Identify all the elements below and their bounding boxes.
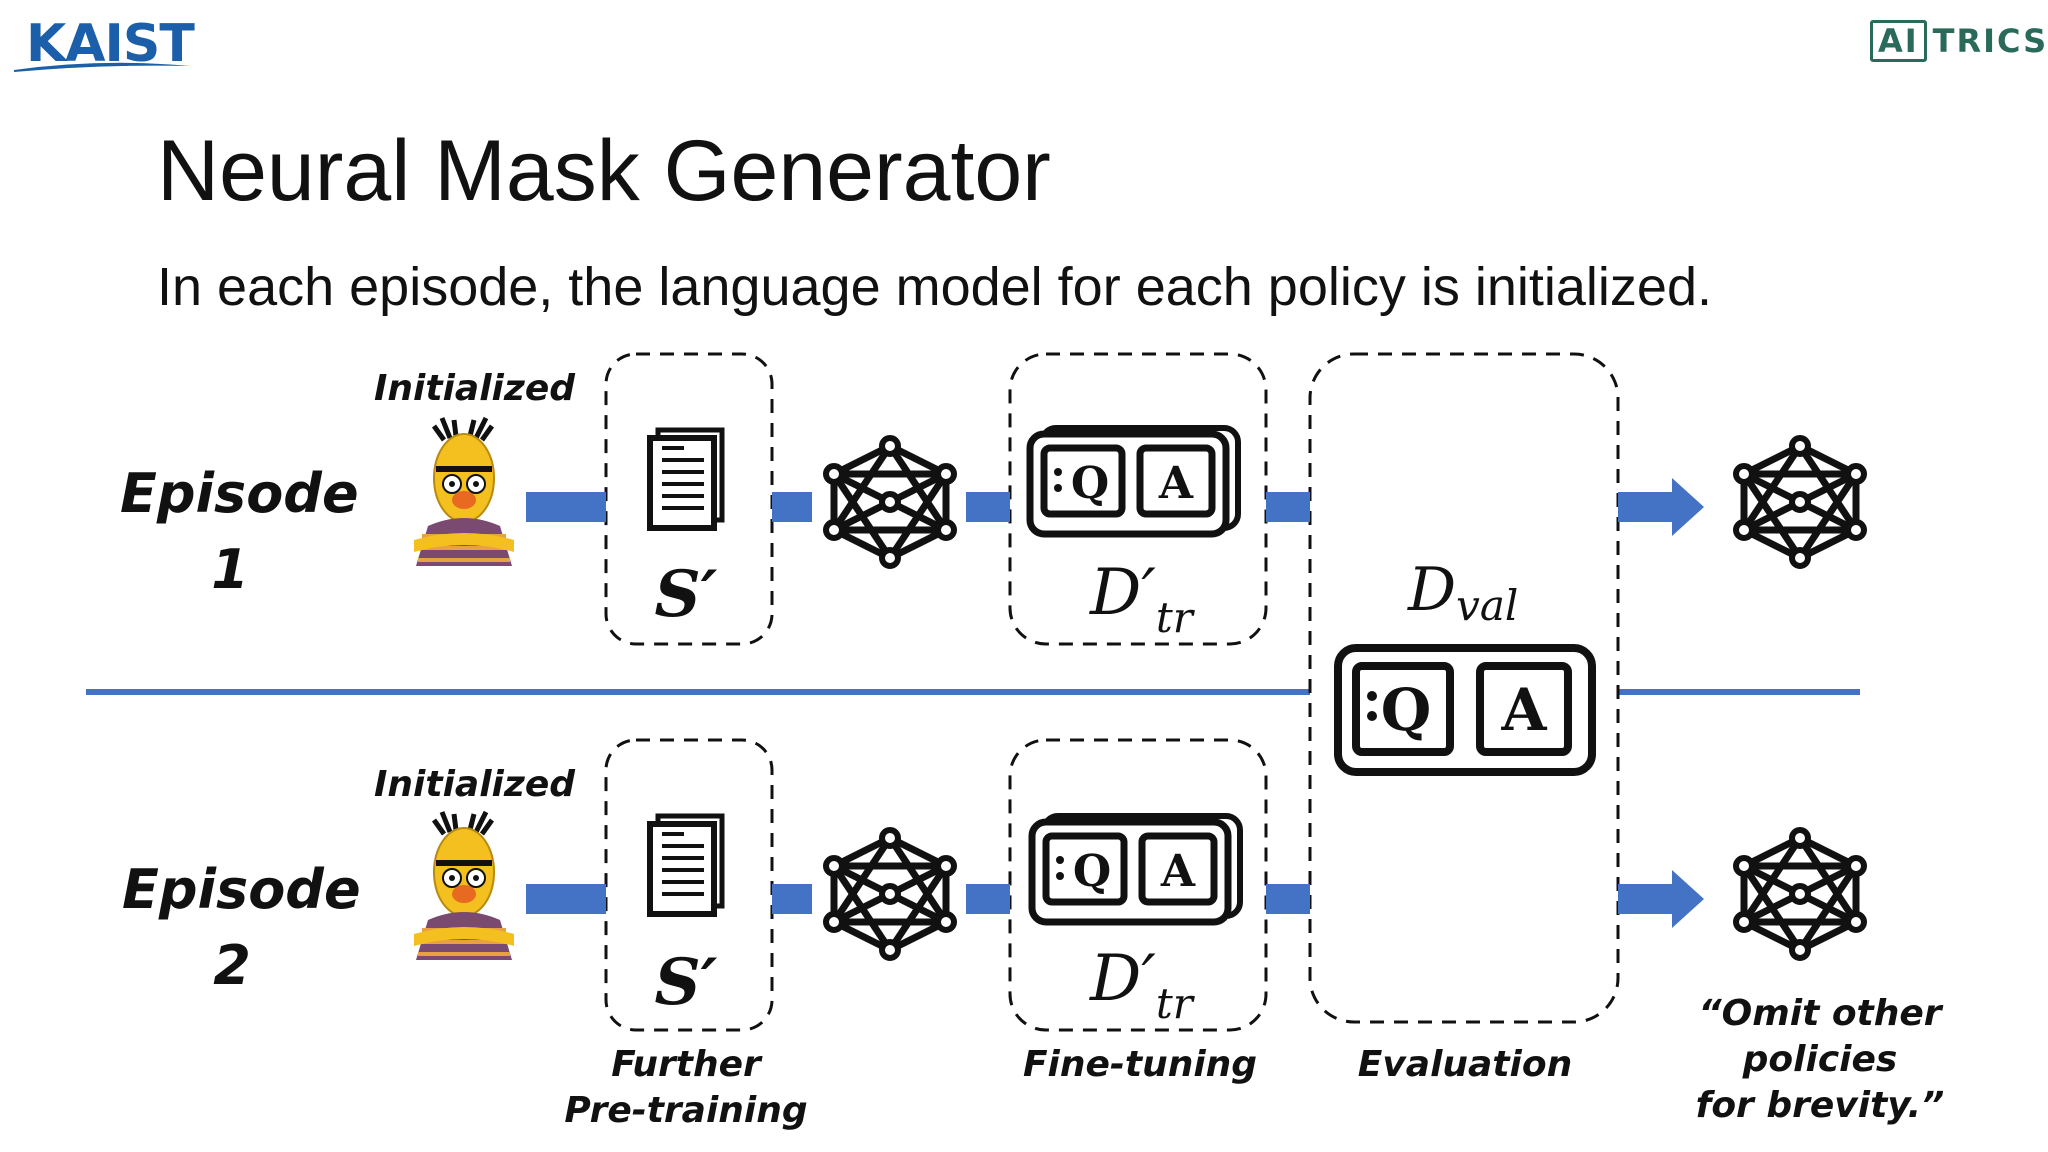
episode-2-initialized-label: Initialized — [374, 764, 576, 805]
d-val: Dval — [1407, 555, 1518, 630]
caption-further-pretraining-line2: Pre-training — [564, 1090, 808, 1131]
qa-large-a: A — [1500, 676, 1547, 744]
d-tr-ep2-sub: tr — [1156, 979, 1196, 1028]
caption-further-pretraining: Further Pre-training — [560, 1042, 812, 1134]
arrow-ep2 — [1618, 870, 1704, 928]
d-tr-ep1-main: D′ — [1089, 556, 1156, 630]
qa-large-q: Q — [1381, 676, 1432, 744]
caption-omit-policies: “Omit other policies for brevity.” — [1620, 991, 2020, 1129]
connector-ep1-a — [526, 492, 606, 522]
aitrics-logo-text: TRICS — [1932, 22, 2048, 60]
neural-network-icon — [1736, 438, 1864, 566]
episode-1-label: Episode 1 — [120, 456, 359, 608]
connector-ep2-a — [526, 884, 606, 914]
connector-ep1-b — [772, 492, 812, 522]
s-prime-ep1: S′ — [654, 557, 717, 632]
episode-1-label-number: 1 — [211, 538, 249, 601]
d-tr-ep1-sub: tr — [1156, 593, 1196, 642]
neural-network-icon — [826, 438, 954, 566]
caption-evaluation: Evaluation — [1357, 1044, 1573, 1085]
d-tr-ep2: D′tr — [1089, 942, 1196, 1028]
caption-omit-line1: “Omit other policies — [1698, 993, 1942, 1080]
connector-ep1-d — [1266, 492, 1310, 522]
connector-ep2-b — [772, 884, 812, 914]
neural-network-icon — [1736, 830, 1864, 958]
qa-card-icon — [1032, 816, 1240, 922]
episode-2-label-word: Episode — [122, 858, 361, 921]
caption-omit-line2: for brevity.” — [1695, 1085, 1945, 1126]
connector-ep1-c — [966, 492, 1010, 522]
caption-fine-tuning: Fine-tuning — [1022, 1044, 1258, 1085]
episode-1-label-word: Episode — [120, 462, 359, 525]
arrow-ep1 — [1618, 478, 1704, 536]
slide-subtitle: In each episode, the language model for … — [157, 257, 1712, 317]
bert-puppet-icon — [414, 810, 514, 960]
document-icon — [650, 816, 722, 914]
connector-ep2-d — [1266, 884, 1310, 914]
qa-card-large-icon: Q A — [1334, 644, 1596, 776]
d-val-main: D — [1407, 555, 1456, 625]
episode-2-label: Episode 2 — [122, 852, 361, 1004]
caption-further-pretraining-line1: Further — [611, 1044, 761, 1085]
neural-network-icon — [826, 830, 954, 958]
d-tr-ep2-main: D′ — [1089, 942, 1156, 1016]
aitrics-logo: AI TRICS — [1870, 20, 2048, 62]
connector-ep2-c — [966, 884, 1010, 914]
bert-puppet-icon — [414, 416, 514, 566]
d-tr-ep1: D′tr — [1089, 556, 1196, 642]
aitrics-logo-box: AI — [1870, 20, 1927, 62]
episode-1-initialized-label: Initialized — [374, 368, 576, 409]
d-val-sub: val — [1456, 581, 1518, 630]
kaist-logo-swoosh — [14, 62, 190, 72]
document-icon — [650, 430, 722, 528]
s-prime-ep2: S′ — [654, 945, 717, 1020]
qa-card-icon — [1030, 428, 1238, 534]
slide-title: Neural Mask Generator — [157, 123, 1051, 219]
episode-2-label-number: 2 — [213, 934, 251, 997]
